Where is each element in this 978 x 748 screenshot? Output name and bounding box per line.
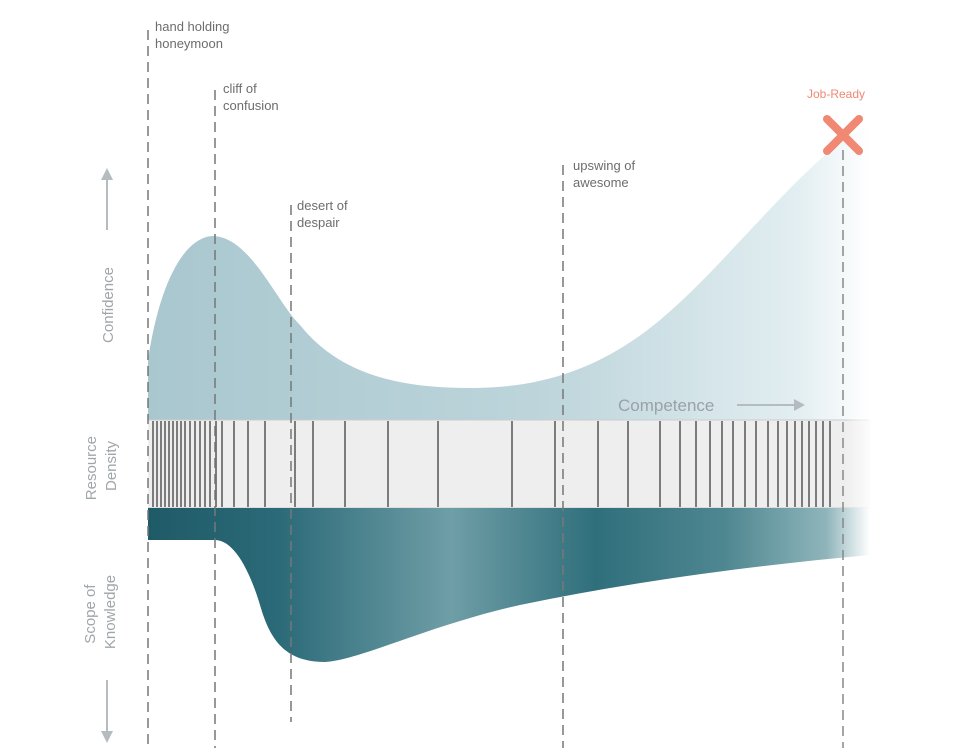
phase-label-line: desert of — [297, 198, 348, 213]
confidence-curve — [148, 125, 870, 420]
phase-label-line: despair — [297, 215, 340, 230]
job-ready-label: Job-Ready — [807, 87, 865, 101]
density-fade — [845, 418, 875, 510]
phase-label-line: awesome — [573, 175, 629, 190]
resource-density-axis-label: Resource Density — [83, 432, 120, 500]
phase-label-line: honeymoon — [155, 36, 223, 51]
axis-label-line: Density — [103, 440, 120, 491]
axis-label-line: Scope of — [82, 584, 99, 644]
phase-label-despair: desert of despair — [297, 198, 351, 230]
axis-label-line: Resource — [83, 436, 100, 500]
axis-label-line: Knowledge — [102, 575, 119, 649]
phase-label-line: upswing of — [573, 158, 636, 173]
resource-density-lines — [152, 421, 831, 507]
phase-label-line: cliff of — [223, 81, 257, 96]
phase-label-line: confusion — [223, 98, 279, 113]
competence-arrow-icon — [737, 399, 805, 411]
competence-axis-label: Competence — [618, 396, 714, 415]
phase-label-line: hand holding — [155, 19, 229, 34]
phase-label-awesome: upswing of awesome — [573, 158, 639, 190]
phase-label-confusion: cliff of confusion — [223, 81, 279, 113]
phase-label-honeymoon: hand holding honeymoon — [155, 19, 233, 51]
resource-density-band — [148, 420, 870, 508]
confidence-axis-label: Confidence — [100, 267, 117, 343]
scope-of-knowledge-curve — [148, 508, 870, 662]
scope-of-knowledge-axis-label: Scope of Knowledge — [82, 575, 119, 649]
x-mark-icon — [823, 115, 863, 155]
confidence-arrow-icon — [101, 168, 113, 230]
scope-arrow-icon — [101, 680, 113, 743]
